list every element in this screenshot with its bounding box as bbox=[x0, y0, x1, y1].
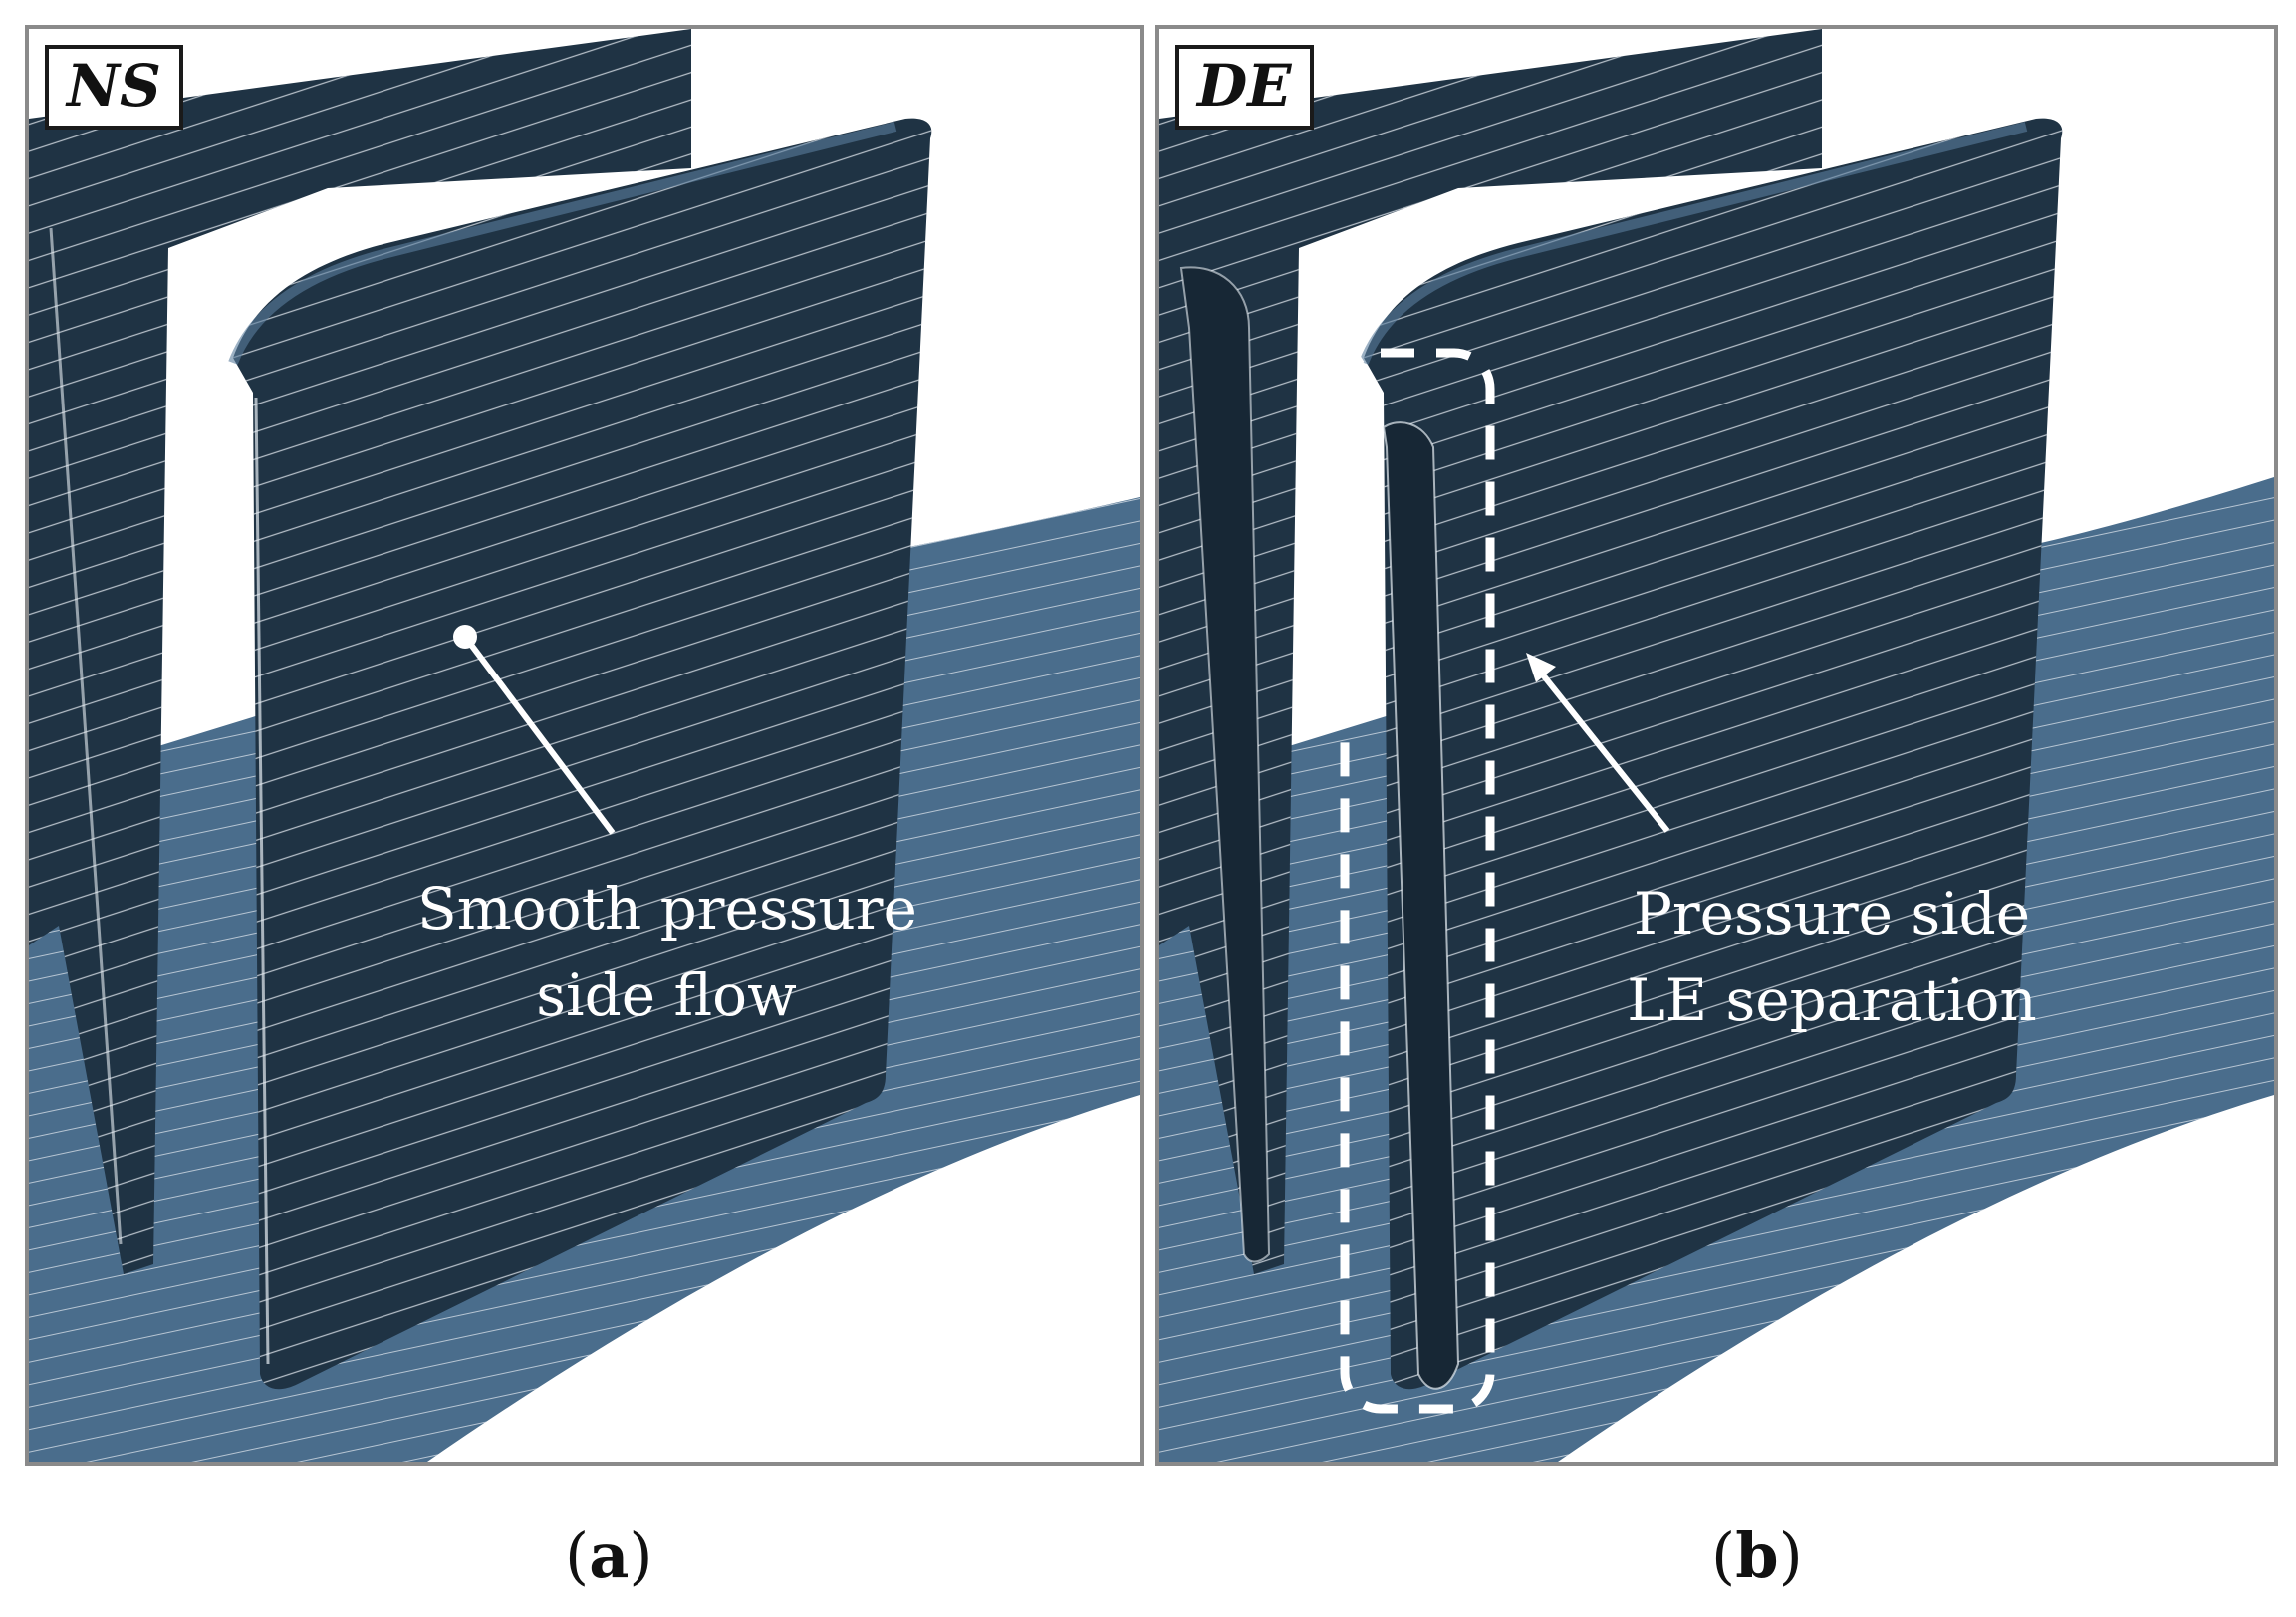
annotation-line-1: Smooth pressure bbox=[417, 875, 917, 943]
caption-letter: b bbox=[1735, 1519, 1779, 1592]
annotation: Pressure side LE separation bbox=[1588, 871, 2076, 1044]
blade-render-de bbox=[1159, 29, 2274, 1462]
caption-a: (a) bbox=[565, 1519, 653, 1592]
annotation-line-1: Pressure side bbox=[1633, 880, 2031, 947]
case-tag: DE bbox=[1175, 45, 1314, 130]
arrow-head bbox=[1526, 653, 1556, 682]
blade-render-ns bbox=[29, 29, 1140, 1462]
annotation-line-2: side flow bbox=[536, 961, 797, 1029]
leader-line bbox=[462, 635, 616, 835]
annotation-line-2: LE separation bbox=[1627, 966, 2037, 1034]
case-tag: NS bbox=[45, 45, 183, 130]
leader-dot bbox=[453, 625, 477, 649]
separation-bubble bbox=[1382, 421, 1460, 1390]
annotation: Smooth pressure side flow bbox=[417, 866, 917, 1039]
arrow-shaft bbox=[1538, 671, 1670, 833]
panel-b: DE Pressure side LE separation bbox=[1155, 25, 2278, 1466]
panel-a: NS Smooth pressure side flow bbox=[25, 25, 1144, 1466]
highlight-box bbox=[1340, 348, 1495, 1414]
caption-b: (b) bbox=[1711, 1519, 1803, 1592]
caption-letter: a bbox=[589, 1519, 630, 1592]
